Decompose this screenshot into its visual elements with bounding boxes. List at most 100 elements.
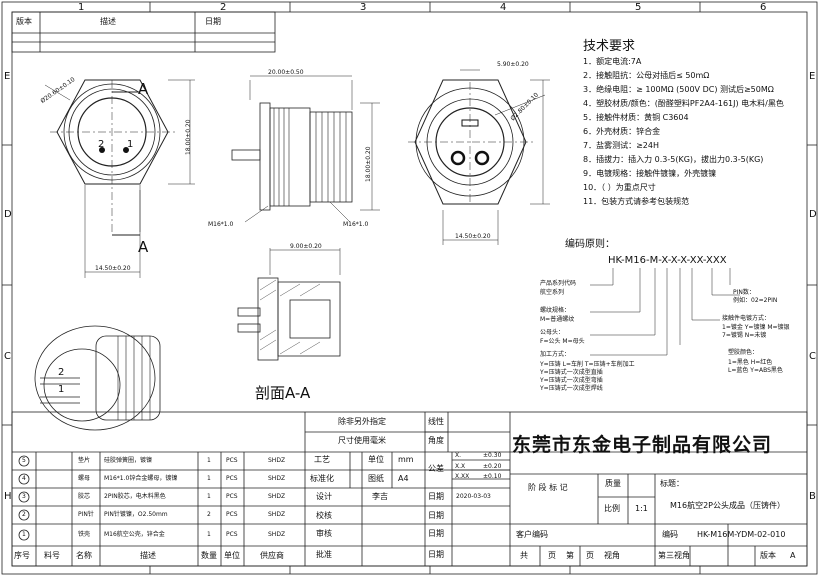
bom-qty: 1 — [207, 493, 211, 500]
bom-unit: PCS — [226, 531, 238, 538]
bom-name: PIN针 — [78, 511, 94, 518]
bom-desc: M16*1.0锌合金螺母，镀镍 — [104, 475, 178, 482]
dim-sec-len: 9.00±0.20 — [290, 243, 322, 250]
tb-tol-xx-v: ±0.20 — [483, 463, 502, 470]
tech-item: 1．额定电流:7A — [583, 57, 642, 66]
tb-approve: 批准 — [316, 550, 332, 559]
bom-unit: PCS — [226, 457, 238, 464]
code-contact: 接触件电镀方式： — [722, 315, 771, 322]
code-thread: 螺纹规格： — [540, 307, 571, 314]
tech-item: 7．盐雾测试：≥24H — [583, 141, 659, 150]
row-label: D — [809, 209, 817, 220]
tb-angle: 角度 — [428, 436, 444, 445]
tb-linear: 线性 — [428, 417, 444, 426]
code-plastic: 塑胶颜色： — [728, 349, 759, 356]
bom-qty: 2 — [207, 511, 211, 518]
bom-desc: 2PIN胶芯，电木料黑色 — [104, 493, 166, 500]
tb-third: 第三视角 — [658, 551, 690, 560]
code-title: 编码原则： — [565, 239, 615, 250]
dim-thread-1: M16*1.0 — [208, 221, 234, 228]
code-method-line: Y=压铸式一次成型弯插 — [540, 377, 603, 384]
tb-view: 视角 — [604, 551, 620, 560]
col-label: 5 — [635, 2, 642, 13]
col-label: 2 — [220, 2, 227, 13]
tb-page2: 页 — [586, 551, 594, 560]
tb-client: 客户编码 — [516, 530, 548, 539]
code-method-line: Y=压铸 L=车削 T=压铸+车削加工 — [540, 361, 635, 368]
tb-tol-x: X. — [455, 452, 462, 459]
bom-qty: 1 — [207, 531, 211, 538]
bom-no: 2 — [22, 511, 26, 518]
section-marker-top: A — [138, 80, 149, 98]
tb-scale-v: 1:1 — [635, 504, 648, 513]
code-series: 产品系列代码 — [540, 280, 577, 287]
tb-std: 工艺 — [314, 455, 330, 464]
bom-sup: SHDZ — [268, 531, 286, 538]
tb-design: 设计 — [316, 492, 332, 501]
tech-item: 2．接触阻抗：公母对插后≤ 50mΩ — [583, 71, 710, 80]
code-pin: PIN数： — [733, 289, 755, 296]
tb-stage: 阶 段 标 记 — [528, 483, 568, 492]
dim-w-r: 14.50±0.20 — [455, 233, 491, 240]
code-pattern: HK-M16-M-X-X-X-XX-XXX — [608, 255, 727, 266]
bom-unit: PCS — [226, 493, 238, 500]
dim-height-r: 18.00±0.20 — [365, 146, 372, 182]
tb-date: 日期 — [428, 511, 444, 520]
bom-desc: 硅胶弹簧圈，镀镍 — [104, 457, 153, 464]
bom-header: 描述 — [140, 551, 156, 560]
code-method: 加工方式： — [540, 351, 571, 358]
tech-item: 9．电镀规格：接触件镀镍，外壳镀镍 — [583, 169, 717, 178]
pin-label-1: 1 — [127, 139, 134, 150]
bom-name: 垫片 — [78, 457, 91, 464]
tb-page-no: 第 — [566, 551, 574, 560]
bom-unit: PCS — [226, 475, 238, 482]
tb-code: 编码 — [662, 530, 678, 539]
tech-item: 6．外壳材质：锌合金 — [583, 127, 661, 136]
bom-header: 供应商 — [260, 551, 284, 560]
tb-std2: 标准化 — [310, 474, 334, 483]
tb-date: 日期 — [428, 550, 444, 559]
code-method-line: Y=压铸式一次成型焊线 — [540, 385, 603, 392]
tb-note-1: 除非另外指定 — [338, 417, 386, 426]
tb-date: 日期 — [428, 492, 444, 501]
rev-col-desc: 描述 — [100, 17, 116, 26]
tb-unit: 单位 — [368, 455, 384, 464]
col-label: 6 — [760, 2, 767, 13]
row-label: D — [4, 209, 12, 220]
bom-header: 序号 — [14, 551, 30, 560]
section-marker-bottom: A — [138, 238, 149, 256]
bom-no: 4 — [22, 475, 26, 482]
bom-no: 5 — [22, 457, 26, 464]
bom-sup: SHDZ — [268, 511, 286, 518]
row-label: E — [809, 71, 816, 82]
row-label: H — [4, 491, 12, 502]
code-pin-sub: 例如：02=2PIN — [733, 297, 778, 304]
row-label: E — [4, 71, 11, 82]
tech-item: 5．接触件材质：黄铜 C3604 — [583, 113, 689, 122]
tb-pages: 页 — [548, 551, 556, 560]
tb-code-v: HK-M16M-YDM-02-010 — [697, 530, 786, 539]
tb-tol-x-v: ±0.30 — [483, 452, 502, 459]
bom-name: 螺母 — [78, 475, 91, 482]
tb-tol-xx: X.X — [455, 463, 466, 470]
row-label: C — [809, 351, 816, 362]
col-label: 3 — [360, 2, 367, 13]
tech-item: 3．绝缘电阻：≥ 100MΩ (500V DC) 测试后≥50MΩ — [583, 85, 774, 94]
bom-unit: PCS — [226, 511, 238, 518]
code-method-line: Y=压铸式一次成型直插 — [540, 369, 603, 376]
tb-total: 共 — [520, 551, 528, 560]
dim-thread-2: M16*1.0 — [343, 221, 369, 228]
tb-rev: 版本 — [760, 551, 776, 560]
code-contact-line: 7=镀锡 N=未镀 — [722, 332, 767, 339]
col-label: 4 — [500, 2, 507, 13]
bom-header: 单位 — [224, 551, 240, 560]
bom-sup: SHDZ — [268, 475, 286, 482]
tb-tol-xxx: X.XX — [455, 473, 470, 480]
tech-item: 10．（ ）为重点尺寸 — [583, 183, 656, 192]
tb-check: 校核 — [316, 511, 332, 520]
bom-qty: 1 — [207, 457, 211, 464]
bom-header: 料号 — [44, 551, 60, 560]
bom-name: 胶芯 — [78, 493, 91, 500]
bom-sup: SHDZ — [268, 457, 286, 464]
